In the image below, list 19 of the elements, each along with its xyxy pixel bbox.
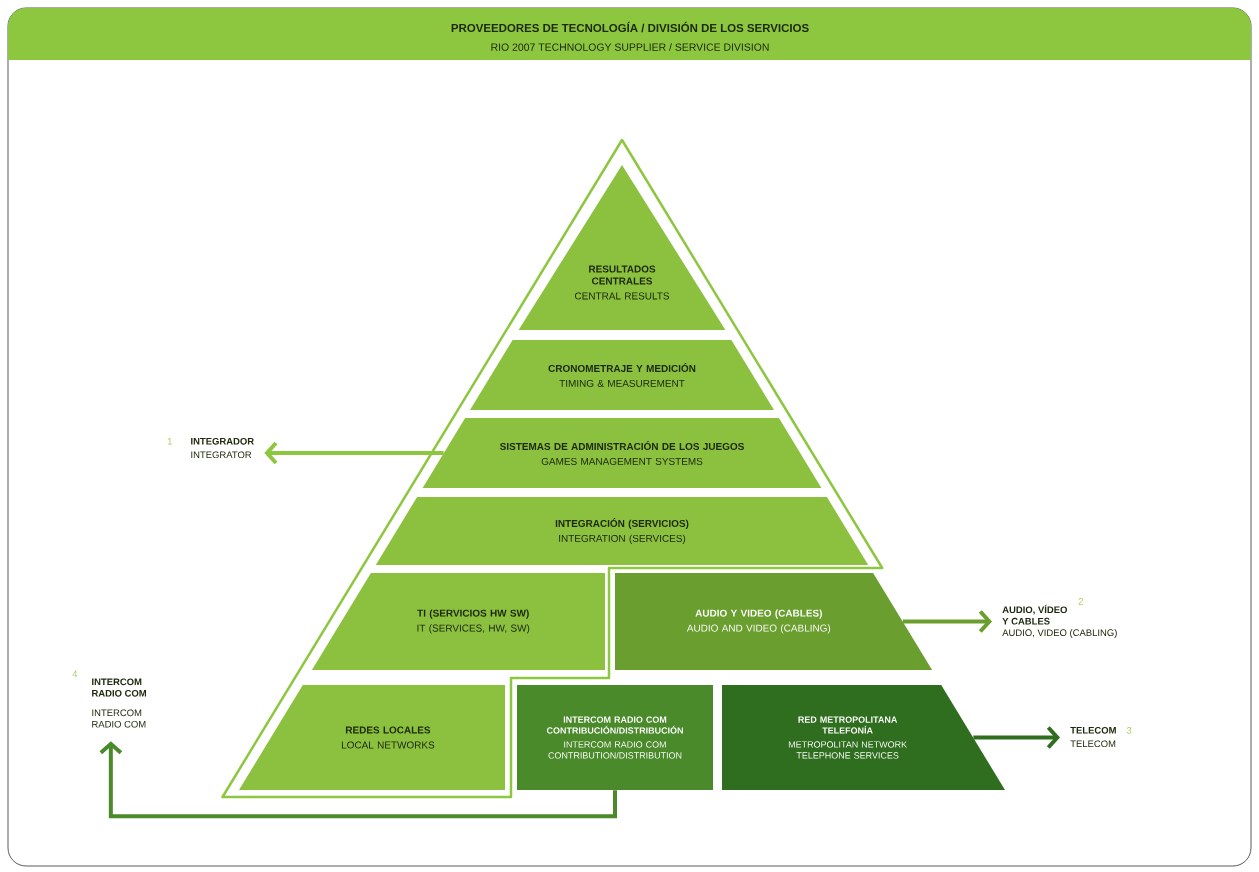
side-label: AUDIO, VÍDEO Y CABLES 2 AUDIO, VIDEO (CABLING) [1002,598,1117,638]
arrow [99,741,617,819]
arrow [264,441,444,465]
pyramid-tier: INTERCOM RADIO COM CONTRIBUCIÓN/DISTRIBUCIÓN INTERCOM RADIO COM CONTRIBUTION/DISTRIBUTION [517,685,713,790]
pyramid-tier: TI (SERVICIOS HW SW) IT (SERVICES, HW, SW) [311,573,605,670]
pyramid-tier: AUDIO Y VIDEO (CABLES) AUDIO AND VIDEO (CABLING) [615,573,933,670]
pyramid-tier: RESULTADOS CENTRALES CENTRAL RESULTS [518,165,726,330]
pyramid-tier: INTEGRACIÓN (SERVICIOS) INTEGRATION (SERVICES) [375,497,869,565]
side-label: 1 INTEGRADOR INTEGRATOR [167,437,254,459]
title: PROVEEDORES DE TECNOLOGÍA / DIVISIÓN DE LOS SERVICIOS [451,21,809,33]
pyramid-tier: REDES LOCALES LOCAL NETWORKS [239,685,505,790]
pyramid-tier: SISTEMAS DE ADMINISTRACIÓN DE LOS JUEGOS GAMES MANAGEMENT SYSTEMS [422,418,822,488]
pyramid-tier: CRONOMETRAJE Y MEDICIÓN TIMING & MEASUREMENT [470,340,774,410]
side-label: 4 INTERCOM RADIO COM INTERCOM RADIO COM [72,670,147,728]
arrow [902,610,992,633]
pyramid-tier: RED METROPOLITANA TELEFONÍA METROPOLITAN NETWORK TELEPHONE SERVICES [722,685,1005,790]
arrow [973,726,1060,749]
side-label: TELECOM 3 TELECOM [1070,726,1132,748]
subtitle: RIO 2007 TECHNOLOGY SUPPLIER / SERVICE DIVISION [491,43,769,51]
